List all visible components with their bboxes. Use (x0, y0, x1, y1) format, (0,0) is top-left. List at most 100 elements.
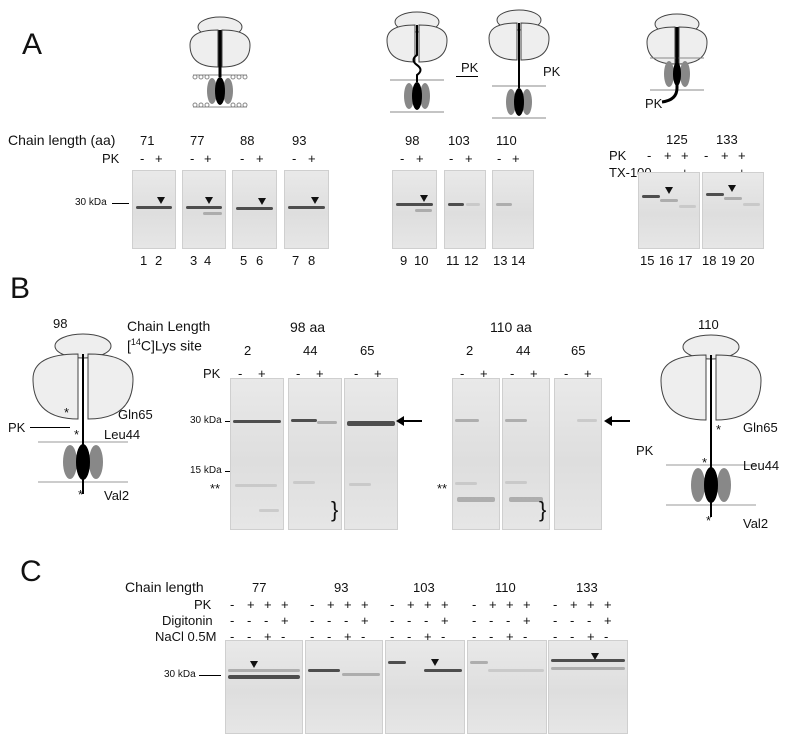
sign: - (327, 629, 332, 644)
sign: - (587, 613, 592, 628)
lys-site-label: [14C]Lys site (127, 337, 202, 354)
gel-band (505, 481, 527, 484)
residue-leu44-right: Leu44 (743, 458, 780, 473)
sign: - (292, 151, 297, 166)
sign: - (704, 148, 709, 163)
sign: + (204, 151, 212, 166)
sign: + (587, 597, 595, 612)
chain-length-label-b: Chain Length (127, 318, 211, 334)
sign: + (465, 151, 473, 166)
group-110aa: 110 aa (490, 319, 532, 335)
gel-band (396, 203, 433, 206)
lane-number: 14 (511, 253, 526, 268)
brace-right: } (539, 497, 547, 522)
lane-number: 6 (256, 253, 264, 268)
ribosome-diagram-110 (660, 334, 762, 517)
gel-band (342, 673, 380, 676)
lane-number: 17 (678, 253, 693, 268)
length-93: 93 (292, 133, 307, 148)
sign: - (506, 613, 511, 628)
gel-b-98-2 (230, 378, 284, 530)
brace-left: } (331, 497, 339, 522)
sign: - (310, 629, 315, 644)
panel-label-a: A (22, 28, 43, 61)
arrowhead-icon (728, 185, 736, 192)
star-gln65-right: * (716, 422, 722, 437)
length-98: 98 (405, 133, 420, 148)
gel-band (448, 203, 464, 206)
sign: - (230, 629, 235, 644)
nacl-row-label: NaCl 0.5M (155, 629, 217, 644)
sign: - (238, 366, 243, 381)
double-star-left: ** (210, 481, 221, 496)
sign: + (441, 613, 449, 628)
sign: - (441, 629, 446, 644)
lane-number: 9 (400, 253, 408, 268)
sign: - (570, 629, 575, 644)
chain-length-label-c: Chain length (125, 579, 204, 595)
pk-arrow-icon (30, 427, 70, 428)
sign: + (155, 151, 163, 166)
sign: - (390, 597, 395, 612)
lane-number: 7 (292, 253, 300, 268)
sign: + (416, 151, 424, 166)
arrowhead-icon (205, 197, 213, 204)
site-2-right: 2 (466, 343, 474, 358)
sign: + (530, 366, 538, 381)
gel-band (466, 203, 480, 206)
arrow-head-icon (396, 416, 404, 426)
sign: + (264, 597, 272, 612)
length-c-103: 103 (413, 580, 435, 595)
gel-a-125 (638, 172, 700, 249)
panel-label-c: C (20, 555, 42, 588)
sign: + (281, 597, 289, 612)
length-103: 103 (448, 133, 470, 148)
gel-band (317, 421, 337, 424)
sign: - (510, 366, 515, 381)
gel-band (308, 669, 340, 672)
sign: - (390, 613, 395, 628)
gel-band (470, 661, 488, 664)
sign: - (553, 613, 558, 628)
lys-superscript: 14 (130, 337, 141, 347)
pk-row-label-b: PK (203, 366, 221, 381)
gel-c-93 (305, 640, 383, 734)
sign: - (190, 151, 195, 166)
gel-band (424, 669, 462, 672)
lane-number: 13 (493, 253, 508, 268)
diagram-length-110: 110 (698, 317, 719, 332)
gel-b-110-2 (452, 378, 500, 530)
gel-band (349, 483, 371, 486)
gel-band (551, 659, 625, 662)
sign: - (407, 629, 412, 644)
sign: + (308, 151, 316, 166)
gel-band (228, 675, 300, 679)
lane-number: 2 (155, 253, 163, 268)
gel-band (496, 203, 512, 206)
arrowhead-icon (311, 197, 319, 204)
sign: - (230, 597, 235, 612)
lane-number: 8 (308, 253, 316, 268)
gel-band (291, 419, 317, 422)
sign: - (553, 597, 558, 612)
sign: - (310, 597, 315, 612)
arrowhead-icon (157, 197, 165, 204)
sign: - (247, 629, 252, 644)
sign: - (604, 629, 609, 644)
gel-b-98-65 (344, 378, 398, 530)
gel-band (509, 497, 543, 502)
gel-band (415, 209, 432, 212)
sign: - (553, 629, 558, 644)
sign: - (361, 629, 366, 644)
marker-30kda-b: 30 kDa (190, 415, 222, 426)
site-44-right: 44 (516, 343, 531, 358)
length-133: 133 (716, 132, 738, 147)
ribosome-diagram-3 (488, 9, 550, 119)
gel-a-103 (444, 170, 486, 249)
marker-30kda-a: 30 kDa (75, 197, 107, 208)
gel-band (577, 419, 597, 422)
gel-band (228, 669, 300, 672)
sign: - (570, 613, 575, 628)
sign: + (327, 597, 335, 612)
arrowhead-icon (420, 195, 428, 202)
